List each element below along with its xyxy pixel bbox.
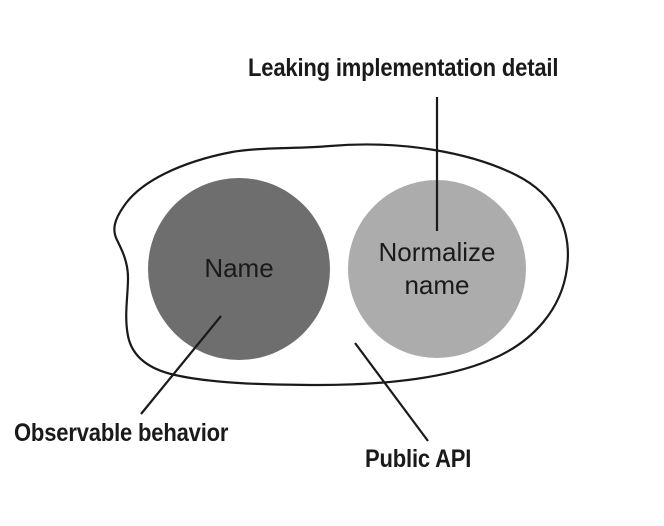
node-normalize-name-circle xyxy=(348,180,526,358)
annotation-label-leaking-implementation-detail: Leaking implementation detail xyxy=(248,54,559,82)
public-api-boundary-shape xyxy=(113,143,569,387)
leader-line-public-api xyxy=(354,342,429,442)
annotation-label-public-api: Public API xyxy=(365,445,472,473)
node-label-normalize-name: Normalize name xyxy=(378,237,496,300)
node-label-name: Name xyxy=(204,253,274,283)
annotation-label-observable-behavior: Observable behavior xyxy=(14,419,229,447)
node-name-circle xyxy=(148,178,330,360)
leader-line-observable-behavior xyxy=(140,315,222,415)
